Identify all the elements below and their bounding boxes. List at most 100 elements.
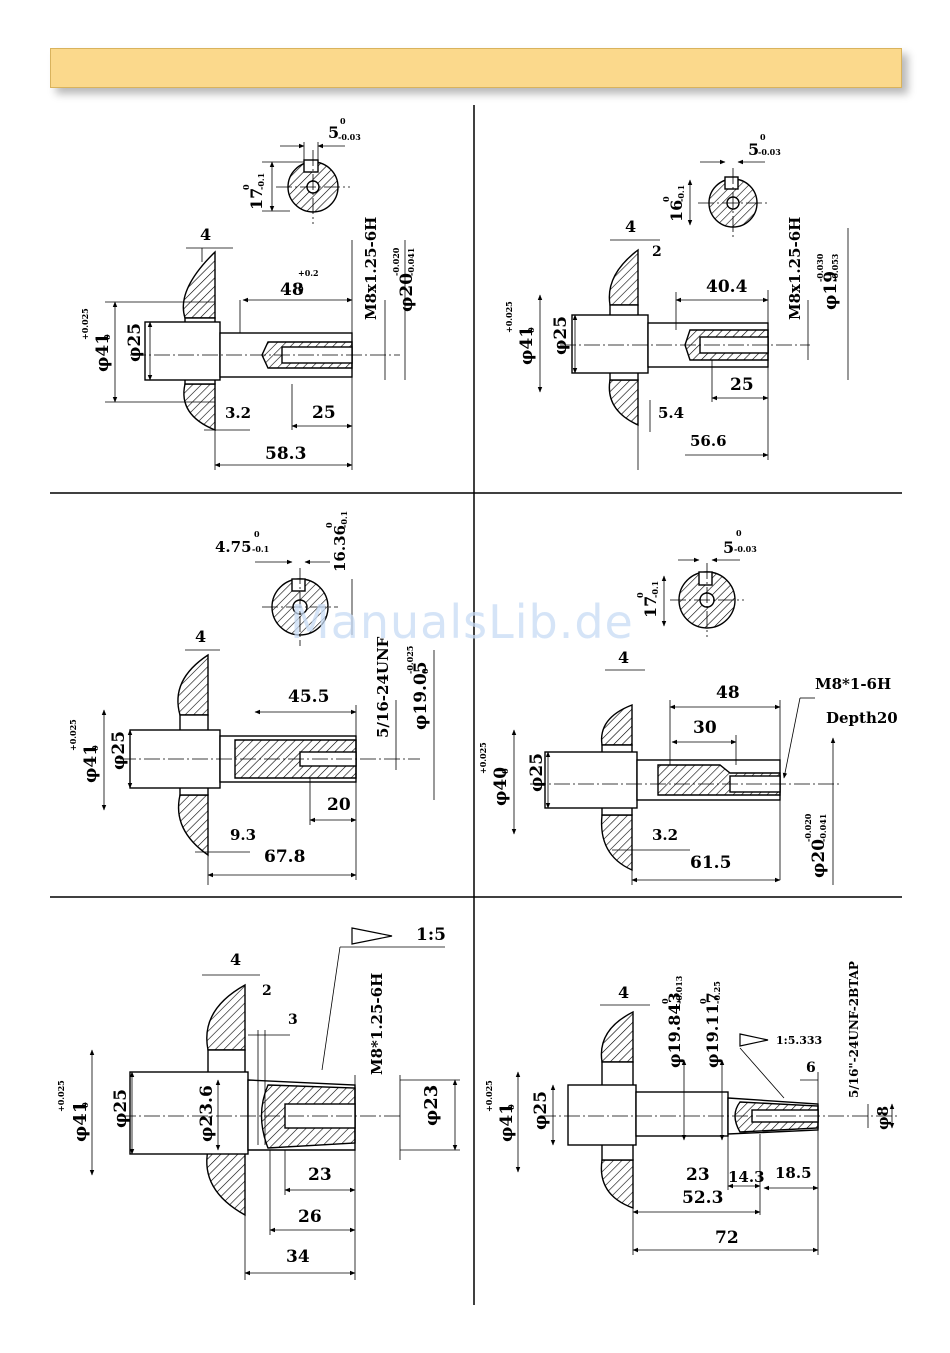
svg-text:-0.041: -0.041 [818,814,828,842]
d3-key-width: 4.75 [215,538,252,556]
d1-thread-spec: M8x1.25-6H [362,217,380,320]
d4-total-step: 48 [716,683,740,703]
svg-text:0: 0 [526,327,536,333]
d5-len1: 23 [308,1165,332,1185]
d4-step-len: 30 [693,718,717,738]
d1-key-width: 5 [328,123,339,142]
svg-text:0: 0 [241,184,251,190]
d4-thread-spec: M8*1-6H [815,675,891,693]
svg-text:-0.03: -0.03 [734,544,757,554]
d3-thread-spec: 5/16-24UNF [374,636,392,738]
header-banner [50,48,902,88]
svg-text:+0.025: +0.025 [478,742,488,774]
d2-boss-dia: φ41 [517,326,537,365]
svg-text:-0.1: -0.1 [339,511,349,528]
svg-text:0: 0 [760,132,766,142]
d2-inner-dia: φ25 [551,316,571,355]
d3-flange-width: 4 [195,627,206,646]
grid-lines [50,105,902,1305]
svg-text:-0.03: -0.03 [338,132,361,142]
d6-boss-dia: φ41 [497,1103,517,1142]
d1-boss-dia: φ41 [93,333,113,372]
d4-inner-dia: φ25 [527,753,547,792]
d4-depth-label: Depth20 [826,709,898,727]
d1-inner-dia: φ25 [125,323,145,362]
d6-len14: 14.3 [728,1168,765,1186]
d2-key-depth: 16 [667,200,686,222]
d6-flange-width: 4 [618,983,629,1002]
d2-gap: 5.4 [658,404,684,422]
d3-shaft-dia: φ19.05 [411,661,431,730]
svg-text:0: 0 [420,668,430,674]
svg-text:0: 0 [90,745,100,751]
svg-text:-0.1: -0.1 [252,544,269,554]
d6-len6: 6 [806,1060,816,1076]
d4-total-len: 61.5 [690,853,731,873]
d5-taper: 1:5 [416,925,446,945]
d2-step-len: 40.4 [706,277,748,297]
svg-text:0: 0 [698,998,708,1004]
svg-text:-0.025: -0.025 [405,646,415,674]
d5-len3: 34 [286,1247,310,1267]
d1-thread-len: 48 [280,280,304,300]
svg-text:-0.1: -0.1 [256,173,266,190]
d6-len18: 18.5 [775,1164,812,1182]
d5-flange-gap: 2 [262,983,272,999]
d2-hole-depth: 25 [730,375,754,395]
svg-text:-0.053: -0.053 [830,253,840,282]
d5-len2: 26 [298,1207,322,1227]
d1-boss [144,321,221,381]
d3-key-depth: 16.36 [331,525,349,572]
d6-dia-b: φ19.117 [703,992,722,1068]
d6-pin-dia: φ8 [874,1106,892,1130]
svg-text:0: 0 [80,1102,90,1108]
d6-len23: 23 [686,1165,710,1185]
diagram-5: 1:5 4 2 3 M8*1.25-6H φ23 φ41 +0.025 0 φ2… [56,925,460,1280]
svg-text:+0.025: +0.025 [80,308,90,340]
d2-thread-spec: M8x1.25-6H [786,217,804,320]
svg-text:+0.025: +0.025 [56,1080,66,1112]
d3-total-len: 67.8 [264,847,305,867]
watermark: ManualsLib.de [290,595,634,649]
d4-flange-width: 4 [618,648,629,667]
d6-thread-spec: 5/16"-24UNF-2BTAP [847,961,861,1098]
svg-text:0: 0 [506,1104,516,1110]
diagram-1: 5 0 -0.03 17 0 -0.1 4 48 +0.2 0 M8x1.25-… [80,116,417,470]
d1-gap: 3.2 [225,404,251,422]
d5-inner-dia: φ25 [111,1089,131,1128]
svg-text:0: 0 [324,522,334,528]
d4-key-depth: 17 [641,596,660,618]
d4-gap: 3.2 [652,826,678,844]
d1-key-depth: 17 [247,188,266,210]
d6-dia-a: φ19.843 [665,992,684,1068]
svg-text:-0.1: -0.1 [676,185,686,202]
d1-shaft-dia: φ20 [397,273,417,312]
d2-flange-width: 4 [625,217,636,236]
svg-text:-0.1: -0.1 [650,581,660,598]
d2-total-len: 56.6 [690,432,727,450]
svg-text:+0.2: +0.2 [298,268,319,278]
d5-end-dia: φ23 [421,1085,442,1126]
d5-thread-spec: M8*1.25-6H [368,973,386,1075]
svg-text:-0.020: -0.020 [803,813,813,842]
diagram-4: 5 0 -0.03 17 0 -0.1 4 48 30 M8*1-6H Dept… [478,528,898,885]
svg-text:0: 0 [298,284,304,294]
svg-text:+0.025: +0.025 [504,301,514,333]
d4-shaft-dia: φ20 [809,839,829,878]
diagram-2: 5 0 -0.03 16 0 -0.1 4 2 40.4 M8x1.25-6H … [504,132,849,470]
diagram-6: 4 φ19.843 0 -0.013 φ19.117 0 -0.25 1:5.3… [484,961,900,1255]
d2-key-width: 5 [748,140,759,159]
d5-flange-width: 4 [230,950,241,969]
d3-gap: 9.3 [230,826,256,844]
d5-taper-dia: φ23.6 [197,1085,217,1142]
svg-text:0: 0 [254,529,260,539]
d1-hole-depth: 25 [312,403,336,423]
svg-text:-0.25: -0.25 [712,981,722,1004]
svg-text:0: 0 [102,334,112,340]
d4-boss-dia: φ40 [491,767,511,806]
svg-text:+0.025: +0.025 [484,1080,494,1112]
svg-text:-0.013: -0.013 [674,975,684,1004]
svg-text:-0.030: -0.030 [815,253,825,282]
svg-text:0: 0 [635,592,645,598]
